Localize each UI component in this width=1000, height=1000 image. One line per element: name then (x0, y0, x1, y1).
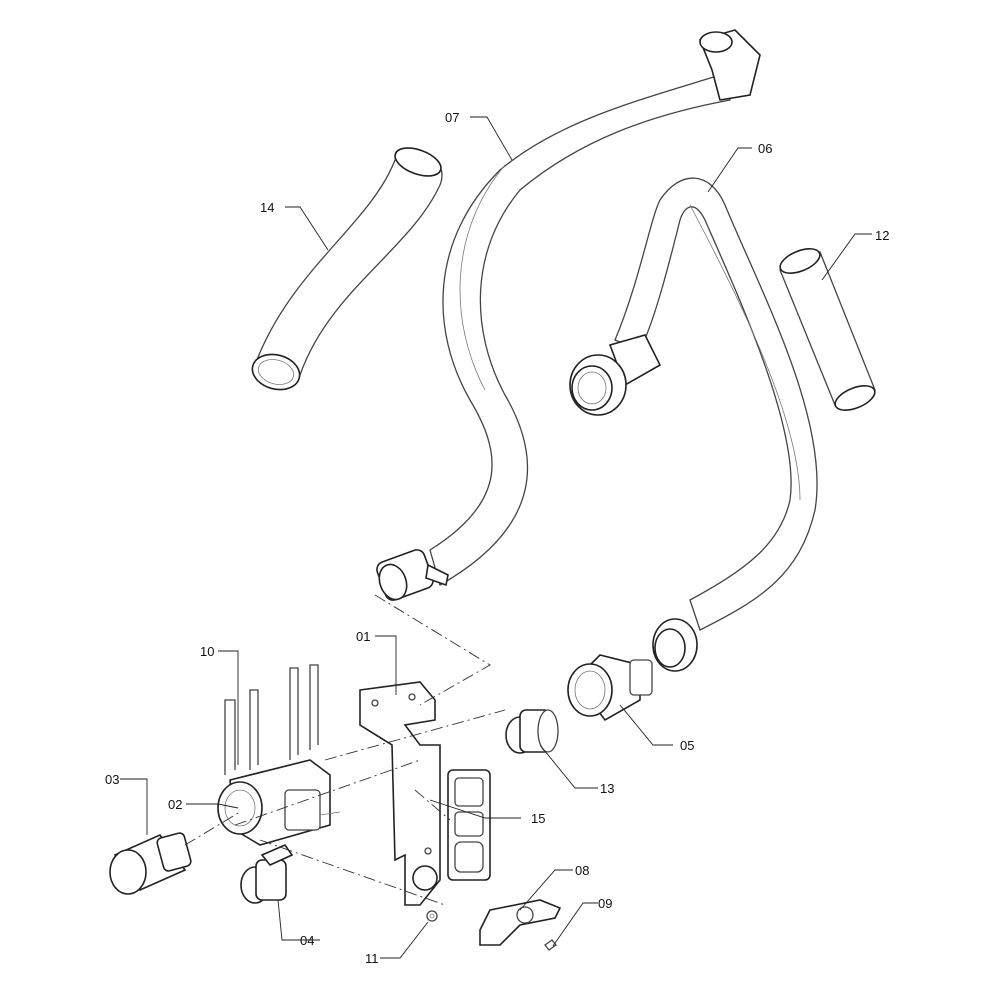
valve-block-02 (217, 759, 341, 846)
label-07: 07 (445, 110, 459, 125)
valve-05 (567, 654, 653, 722)
clip-10 (224, 664, 319, 775)
screw-09 (544, 939, 557, 951)
hose-06 (569, 177, 818, 672)
hose-07 (376, 29, 761, 601)
label-08: 08 (575, 863, 589, 878)
label-14: 14 (260, 200, 274, 215)
tube-12 (779, 248, 876, 411)
assembly-lines (184, 594, 506, 906)
label-06: 06 (758, 141, 772, 156)
part-labels: 07 14 06 12 01 10 03 02 05 13 15 08 09 0… (105, 110, 889, 966)
screw-11 (426, 910, 438, 922)
handle-08 (479, 899, 562, 946)
label-04: 04 (300, 933, 314, 948)
label-11: 11 (365, 951, 379, 966)
fitting-13 (505, 709, 559, 754)
hose-14 (251, 147, 443, 391)
label-01: 01 (356, 629, 370, 644)
panel-15 (447, 769, 491, 881)
bracket-01 (359, 681, 441, 906)
connector-04 (240, 844, 294, 904)
cap-03 (109, 832, 192, 895)
label-02: 02 (168, 797, 182, 812)
label-05: 05 (680, 738, 694, 753)
label-12: 12 (875, 228, 889, 243)
label-10: 10 (200, 644, 214, 659)
label-09: 09 (598, 896, 612, 911)
label-13: 13 (600, 781, 614, 796)
label-15: 15 (531, 811, 545, 826)
leader-lines (120, 116, 872, 959)
label-03: 03 (105, 772, 119, 787)
